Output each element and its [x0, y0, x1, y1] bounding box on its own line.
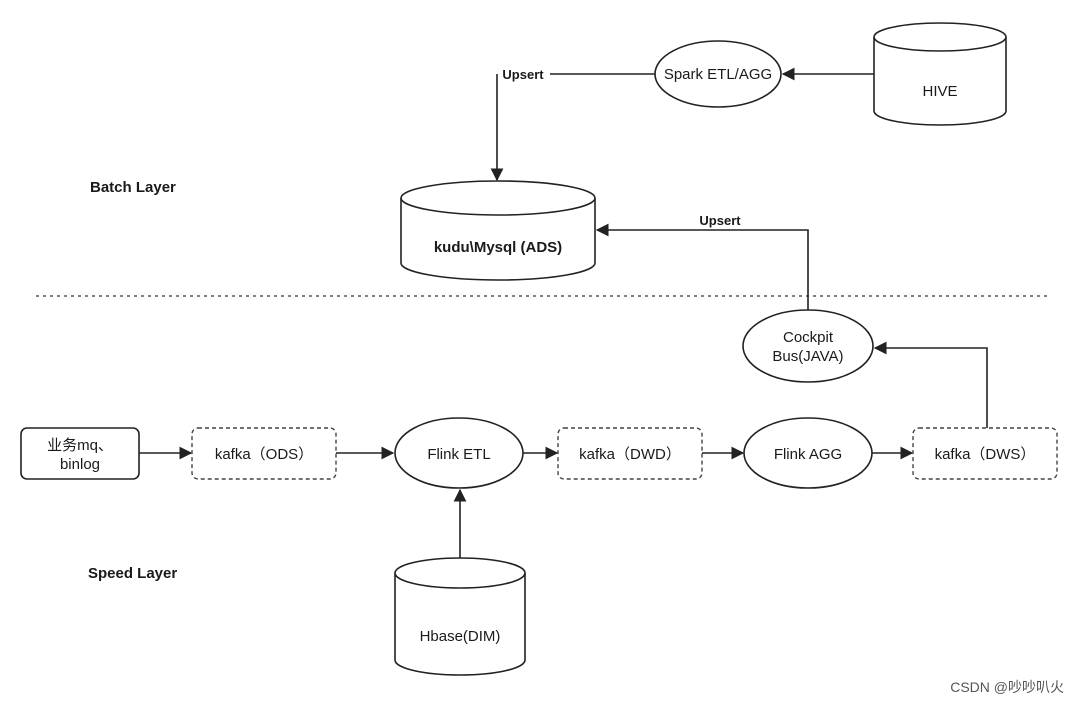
- cockpit-bus-node: Cockpit Bus(JAVA): [742, 309, 874, 383]
- spark-label: Spark ETL/AGG: [664, 66, 772, 83]
- kafka-dws-node: kafka（DWS）: [912, 427, 1058, 480]
- flink-etl-node: Flink ETL: [394, 417, 524, 489]
- cockpit-label-line2: Bus(JAVA): [772, 348, 843, 365]
- flink-etl-label: Flink ETL: [427, 446, 490, 463]
- flink-agg-node: Flink AGG: [743, 417, 873, 489]
- speed-layer-label: Speed Layer: [88, 565, 177, 582]
- kafka-dws-label: kafka（DWS）: [935, 446, 1036, 463]
- source-label-line2: binlog: [60, 456, 100, 473]
- hive-cylinder: HIVE: [873, 22, 1007, 126]
- csdn-watermark: CSDN @吵吵叭火: [950, 679, 1064, 695]
- cockpit-label-line1: Cockpit: [783, 329, 834, 346]
- kafka-ods-node: kafka（ODS）: [191, 427, 337, 480]
- edge-dws-to-cockpit: [873, 341, 988, 428]
- kafka-dwd-label: kafka（DWD）: [579, 446, 681, 463]
- spark-etl-agg-node: Spark ETL/AGG: [654, 40, 782, 108]
- source-label-line1: 业务mq、: [47, 437, 113, 454]
- hive-label: HIVE: [922, 83, 957, 100]
- hbase-label: Hbase(DIM): [420, 628, 501, 645]
- kudu-label: kudu\Mysql (ADS): [434, 239, 562, 256]
- edge-cockpit-to-kudu: [595, 223, 809, 310]
- batch-layer-label: Batch Layer: [90, 179, 176, 196]
- kafka-ods-label: kafka（ODS）: [215, 446, 313, 463]
- upsert-cockpit-label: Upsert: [699, 213, 741, 228]
- kudu-mysql-cylinder: kudu\Mysql (ADS): [400, 180, 596, 281]
- source-mq-binlog-node: 业务mq、 binlog: [20, 427, 140, 480]
- upsert-spark-label: Upsert: [502, 67, 544, 82]
- kafka-dwd-node: kafka（DWD）: [557, 427, 703, 480]
- hbase-cylinder: Hbase(DIM): [394, 557, 526, 676]
- flink-agg-label: Flink AGG: [774, 446, 842, 463]
